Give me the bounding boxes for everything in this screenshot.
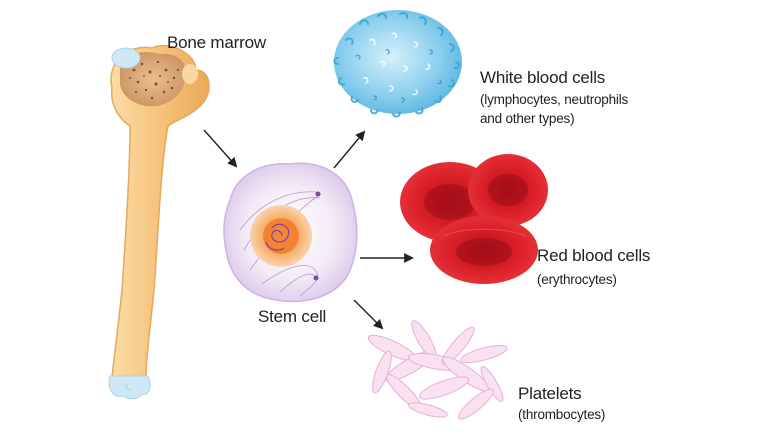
red-blood-cells-illustration: [400, 154, 548, 284]
label-red-blood-cells: Red blood cells: [537, 246, 651, 265]
label-bone-marrow: Bone marrow: [167, 33, 266, 52]
label-red-blood-cells-sub: (erythrocytes): [537, 272, 617, 287]
label-platelets-sub: (thrombocytes): [518, 407, 606, 422]
label-platelets: Platelets: [518, 384, 582, 403]
arrow-stem-to-platelets: [353, 299, 384, 330]
arrow-bone-to-stem: [203, 129, 238, 168]
label-white-blood-cells-sub2: and other types): [480, 111, 575, 126]
label-white-blood-cells: White blood cells: [480, 68, 606, 87]
platelets-illustration: [367, 320, 508, 420]
stem-cell-illustration: [223, 162, 358, 303]
arrow-stem-to-white: [333, 130, 366, 169]
label-white-blood-cells-sub1: (lymphocytes, neutrophils: [480, 92, 629, 107]
bone-illustration: [108, 44, 210, 400]
label-stem-cell: Stem cell: [258, 307, 327, 326]
white-blood-cell-illustration: [333, 10, 462, 118]
